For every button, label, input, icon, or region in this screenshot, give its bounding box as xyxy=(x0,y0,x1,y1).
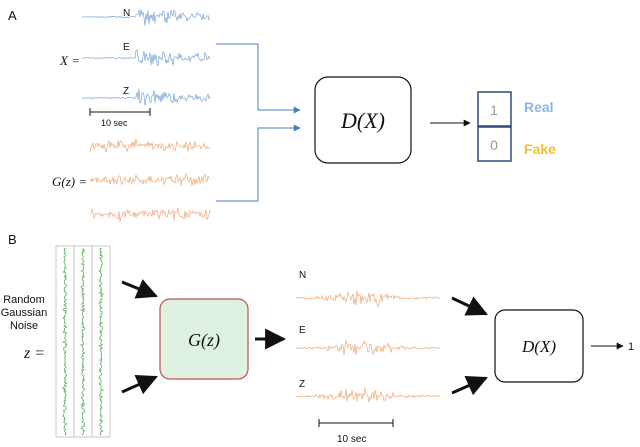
fake-trace-2 xyxy=(89,173,211,187)
noise-trace-2 xyxy=(79,247,86,436)
noise-to-generator-arrow-bottom xyxy=(121,375,158,395)
noise-trace-1 xyxy=(61,247,68,436)
discriminator-box-a xyxy=(314,76,412,164)
generator-box xyxy=(159,298,249,380)
gaussian-noise-traces xyxy=(61,247,105,436)
fake-trace-3 xyxy=(89,207,211,223)
real-channel-e-label: E xyxy=(123,42,130,53)
noise-trace-3 xyxy=(98,247,105,436)
x-equation: X = xyxy=(59,53,80,68)
generated-waveforms xyxy=(89,138,211,223)
real-label: Real xyxy=(524,99,554,115)
gen-trace-n xyxy=(295,290,441,308)
gen-to-discriminator-arrow-top xyxy=(451,296,488,316)
noise-label-line-1: Random xyxy=(3,294,45,306)
noise-label-line-3: Noise xyxy=(10,320,38,332)
real-trace-e xyxy=(81,49,211,67)
output-real-value: 1 xyxy=(490,102,498,118)
gen-channel-n-label: N xyxy=(299,270,306,281)
fake-to-discriminator-arrow xyxy=(216,124,301,202)
real-channel-n-label: N xyxy=(123,8,130,19)
fake-trace-1 xyxy=(89,138,211,153)
gen-to-discriminator-arrow-bottom xyxy=(451,376,488,396)
scale-bar-a xyxy=(89,108,151,116)
generator-label: G(z) xyxy=(188,330,220,351)
real-channel-z-label: Z xyxy=(123,86,129,97)
panel-a-label: A xyxy=(8,8,17,23)
real-waveforms xyxy=(81,9,211,106)
g-equation: G(z) = xyxy=(52,174,87,189)
discriminator-b-label: D(X) xyxy=(521,337,556,356)
gen-trace-z xyxy=(295,386,441,403)
real-trace-z xyxy=(81,88,211,106)
panel-b-label: B xyxy=(8,232,17,247)
noise-to-generator-arrow-top xyxy=(121,279,158,299)
noise-label-line-2: Gaussian xyxy=(1,307,47,319)
z-equation: z = xyxy=(23,345,45,362)
scale-bar-a-label: 10 sec xyxy=(101,118,128,128)
discriminator-output-value: 1 xyxy=(628,341,634,353)
scale-bar-b xyxy=(318,419,394,427)
output-box-real xyxy=(477,91,512,127)
scale-bar-b-label: 10 sec xyxy=(337,434,366,445)
real-to-discriminator-arrow xyxy=(216,43,301,114)
discriminator-a-label: D(X) xyxy=(340,108,385,133)
discriminator-box-b xyxy=(494,309,584,383)
gen-channel-e-label: E xyxy=(299,325,306,336)
output-fake-value: 0 xyxy=(490,137,498,153)
real-trace-n xyxy=(81,9,211,26)
fake-label: Fake xyxy=(524,141,556,157)
gen-trace-e xyxy=(295,339,441,356)
generated-channel-waveforms xyxy=(295,290,441,403)
gen-channel-z-label: Z xyxy=(299,379,305,390)
output-box-fake xyxy=(477,126,512,162)
